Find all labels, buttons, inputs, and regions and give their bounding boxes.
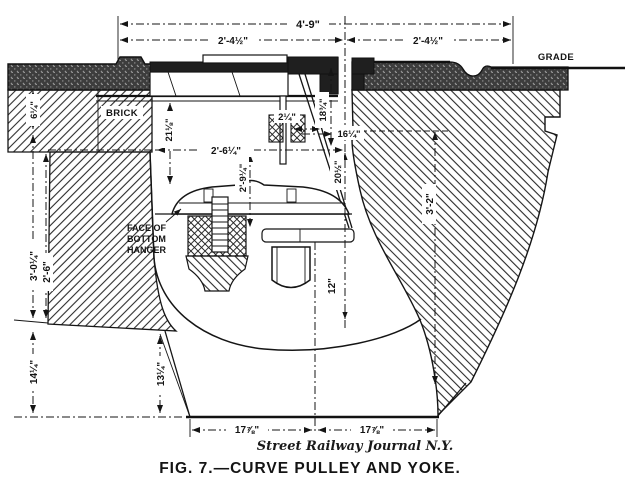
- hanger-label-line3: HANGER: [127, 245, 167, 255]
- dim-top-left-half: 2'-4½": [218, 36, 248, 47]
- dim-top-overall: 4'-9": [296, 19, 320, 31]
- dim-pulley-offset: 12": [327, 278, 338, 294]
- dim-yoke-to-pulley: 21⅛": [164, 119, 175, 142]
- dim-below-wall-left: 14¼": [29, 360, 40, 384]
- yoke-frame: [149, 71, 289, 97]
- dim-right-depth: 3'-2": [425, 193, 436, 215]
- pulley-hub: [271, 246, 311, 289]
- bottom-hanger-face: [185, 255, 249, 292]
- dim-base-left: 17⅞": [235, 425, 259, 436]
- right-concrete-mass: [351, 89, 561, 417]
- hanger-label-line2: BOTTOM: [127, 234, 166, 244]
- brick-label: BRICK: [106, 108, 138, 119]
- foundation: [149, 151, 467, 419]
- dim-wall-offset: 6¼": [29, 101, 40, 119]
- hanger-label-arrow: [165, 208, 182, 223]
- pulley-assembly: [155, 179, 355, 292]
- pulley-dome: [171, 179, 351, 215]
- hanger-bolt: [211, 196, 229, 253]
- pavement-right: [351, 60, 625, 91]
- cover-plate: [202, 54, 288, 64]
- dim-slot-depth: 18¾": [318, 99, 329, 122]
- dim-hanger-clearance: 2¼": [278, 112, 296, 123]
- slot-rail-right: [351, 57, 375, 75]
- dim-top-right-half: 2'-4½": [413, 36, 443, 47]
- extension-lines: [13, 16, 514, 437]
- dim-concrete-offset: 16¼": [338, 129, 361, 140]
- dimension-labels: 4'-9" 2'-4½" 2'-4½" 6¼" 3'-0¼" 2'-6" 14¼…: [26, 17, 452, 436]
- dim-centre-depth: 20½": [333, 161, 344, 184]
- pulley-shaft: [261, 228, 355, 243]
- dim-vault-depth: 2'-6": [42, 261, 53, 283]
- journal-credit: Street Railway Journal N.Y.: [257, 439, 454, 454]
- annotations: GRADE BRICK FACE OF BOTTOM HANGER Street…: [101, 52, 574, 477]
- dim-below-wall-inner: 13¼": [156, 362, 167, 386]
- grade-label: GRADE: [538, 52, 574, 63]
- pavement-left: [7, 56, 153, 153]
- figure-caption: FIG. 7.—CURVE PULLEY AND YOKE.: [159, 460, 461, 477]
- dim-depth-outer: 3'-0¼": [29, 251, 40, 281]
- dim-pulley-depth: 2'-9¼": [238, 164, 249, 192]
- vault-floor-curve: [149, 151, 422, 351]
- dim-base-right: 17⅞": [360, 425, 384, 436]
- hanger-label-line1: FACE OF: [127, 223, 167, 233]
- dim-vault-width: 2'-6¼": [211, 146, 241, 157]
- excavation-slope: [159, 333, 191, 418]
